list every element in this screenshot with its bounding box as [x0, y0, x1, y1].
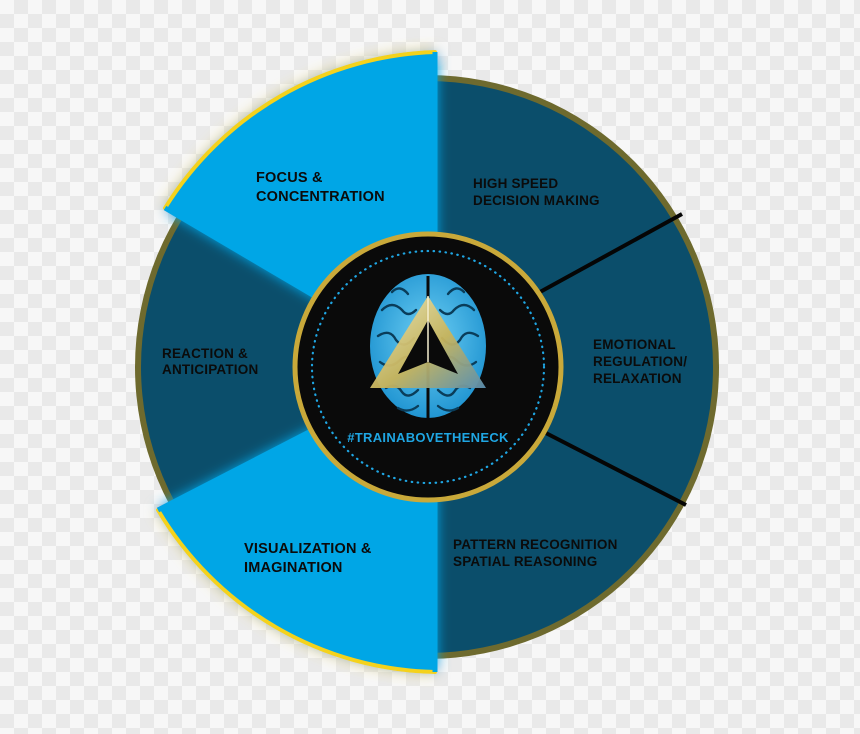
divider-lower: [539, 428, 687, 507]
brain-triangle-icon: [370, 274, 486, 418]
reaction-label-line1: REACTION &: [162, 346, 248, 361]
visualization-label-line1: VISUALIZATION &: [244, 541, 372, 557]
segment-dividers: [539, 212, 687, 507]
center-hashtag: #TRAINABOVETHENECK: [347, 430, 509, 445]
reaction-label-line2: ANTICIPATION: [162, 362, 258, 377]
decision-label-line1: HIGH SPEED: [473, 176, 558, 191]
visualization-label: VISUALIZATION & IMAGINATION: [244, 541, 376, 576]
emotional-label-line3: RELAXATION: [593, 371, 682, 386]
pattern-label: PATTERN RECOGNITION SPATIAL REASONING: [453, 537, 622, 569]
pattern-label-line2: SPATIAL REASONING: [453, 554, 597, 569]
reaction-label: REACTION & ANTICIPATION: [162, 346, 258, 377]
emotional-label-line2: REGULATION/: [593, 354, 687, 369]
segment-labels: FOCUS & CONCENTRATION HIGH SPEED DECISIO…: [162, 170, 691, 576]
emotional-label-line1: EMOTIONAL: [593, 337, 676, 352]
pattern-label-line1: PATTERN RECOGNITION: [453, 537, 618, 552]
focus-label: FOCUS & CONCENTRATION: [256, 170, 385, 205]
decision-label: HIGH SPEED DECISION MAKING: [473, 176, 600, 208]
visualization-label-line2: IMAGINATION: [244, 560, 343, 576]
focus-label-line2: CONCENTRATION: [256, 189, 385, 205]
divider-upper: [539, 212, 683, 294]
center-dotted-ring: [310, 249, 546, 485]
center-medallion: #TRAINABOVETHENECK: [292, 231, 564, 503]
emotional-label: EMOTIONAL REGULATION/ RELAXATION: [593, 337, 691, 386]
focus-label-line1: FOCUS &: [256, 170, 323, 186]
decision-label-line2: DECISION MAKING: [473, 193, 600, 208]
